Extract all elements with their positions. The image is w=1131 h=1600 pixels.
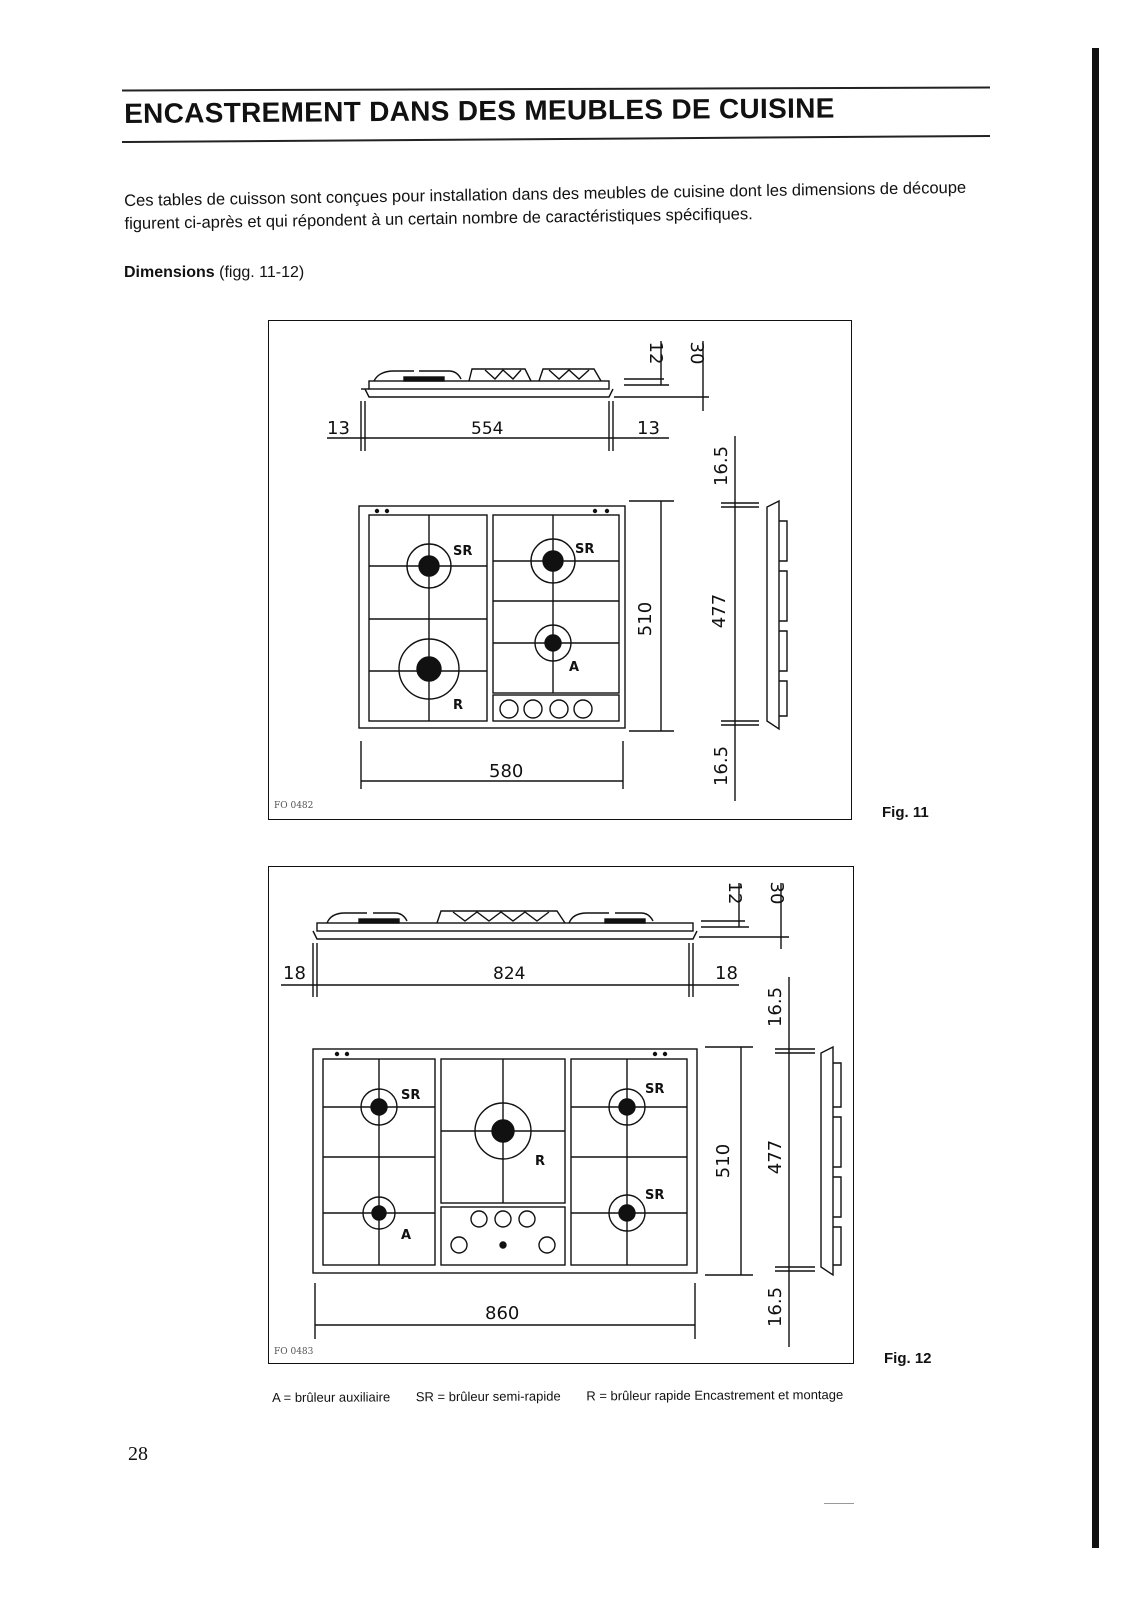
fig11-dim-depth-bottom: 16.5 <box>711 746 732 786</box>
fig12-depth-dims <box>314 977 815 1347</box>
fig12-burner-sr2: SR <box>645 1082 664 1097</box>
fig11-depth-dims <box>360 436 759 801</box>
legend-rapid: R = brûleur rapide Encastrement et monta… <box>586 1387 844 1404</box>
fig11-dim-top-offset: 12 <box>645 342 666 365</box>
fig11-side-elevation <box>361 368 614 398</box>
fig11-dim-top-height: 30 <box>686 342 707 365</box>
fig12-dim-side-left: 18 <box>283 963 306 984</box>
fig12-burner-sr1: SR <box>401 1088 420 1103</box>
figure-11-drawing: 12 30 13 554 13 <box>327 341 788 801</box>
intro-paragraph: Ces tables de cuisson sont conçues pour … <box>124 178 967 233</box>
dimensions-ref: (figg. 11-12) <box>219 264 305 281</box>
fig12-dim-top-height: 30 <box>766 882 787 905</box>
fig12-dim-outer-width: 860 <box>485 1303 519 1324</box>
fig11-side-profile <box>766 499 788 731</box>
fig12-burner-aux: A <box>401 1228 411 1243</box>
fig11-dim-outer-width: 580 <box>489 761 523 782</box>
legend-semi-rapid: SR = brûleur semi-rapide <box>415 1388 561 1405</box>
fig12-top-dims <box>699 883 789 949</box>
burner-legend: A = brûleur auxiliaire SR = brûleur semi… <box>272 1387 865 1405</box>
fig12-burner-sr3: SR <box>645 1188 664 1203</box>
fig12-dim-depth-top: 16.5 <box>765 987 786 1027</box>
fig11-width-dims <box>327 401 669 451</box>
figure-12: 12 30 18 824 18 <box>268 866 854 1364</box>
page-number: 28 <box>128 1443 148 1465</box>
fig12-burner-rapid: R <box>535 1154 545 1169</box>
fig11-dim-depth-outer: 510 <box>635 602 656 636</box>
fig11-burner-rapid: R <box>453 698 463 713</box>
fig12-side-profile <box>820 1045 842 1277</box>
fig12-caption: Fig. 12 <box>884 1350 932 1367</box>
fig11-burner-aux: A <box>569 660 579 675</box>
fig12-width-dims <box>281 943 739 997</box>
footer-mark <box>824 1503 854 1504</box>
fig12-hob-plan <box>312 1048 698 1274</box>
fig12-dim-top-offset: 12 <box>724 882 745 905</box>
fig12-dim-depth-outer: 510 <box>713 1144 734 1178</box>
figure-12-drawing: 12 30 18 824 18 <box>281 882 842 1347</box>
fig11-burner-sr2: SR <box>575 542 594 557</box>
dimensions-heading: Dimensions (figg. 11-12) <box>124 264 304 282</box>
fig11-top-dims <box>614 341 709 411</box>
fig11-burner-sr1: SR <box>453 544 472 559</box>
title-rule-top <box>121 86 991 92</box>
fig12-dim-depth-bottom: 16.5 <box>765 1287 786 1327</box>
legend-auxiliary: A = brûleur auxiliaire <box>272 1389 391 1405</box>
fig12-dim-side-right: 18 <box>715 963 738 984</box>
fig11-dim-inner-width: 554 <box>471 419 503 439</box>
fig11-code: FO 0482 <box>274 801 314 811</box>
fig11-dim-side-left: 13 <box>327 418 350 439</box>
fig11-dim-depth-top: 16.5 <box>711 446 732 486</box>
fig11-dim-depth-inner: 477 <box>709 594 730 628</box>
fig11-caption: Fig. 11 <box>882 804 929 821</box>
page-title: ENCASTREMENT DANS DES MEUBLES DE CUISINE <box>124 92 835 129</box>
margin-bar <box>1092 48 1099 1548</box>
fig12-dim-depth-inner: 477 <box>765 1140 786 1174</box>
fig12-dim-inner-width: 824 <box>493 964 525 984</box>
fig11-dim-side-right: 13 <box>637 418 660 439</box>
fig12-side-elevation <box>312 910 698 940</box>
fig11-hob-plan <box>358 505 626 729</box>
figure-11: 12 30 13 554 13 <box>268 320 852 820</box>
dimensions-label: Dimensions <box>124 264 215 281</box>
fig12-code: FO 0483 <box>274 1347 314 1357</box>
title-rule-bottom <box>122 134 990 144</box>
